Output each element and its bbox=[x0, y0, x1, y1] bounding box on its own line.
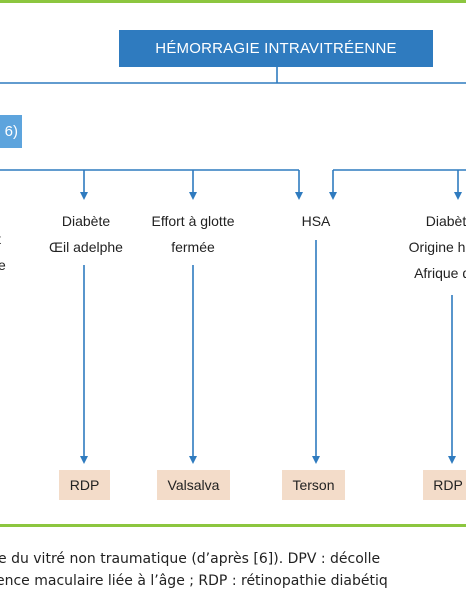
label-rdp2-line3: Afrique du bbox=[414, 265, 466, 281]
left-fragment-1-text: t bbox=[0, 226, 1, 252]
label-rdp2-line1: Diabèt bbox=[425, 213, 466, 229]
result-rdp1: RDP bbox=[59, 470, 110, 500]
left-fragment-1: t bbox=[0, 226, 1, 252]
diagram-frame: HÉMORRAGIE INTRAVITRÉENNE 6) t e Diabète… bbox=[0, 0, 466, 527]
result-rdp2: RDP bbox=[423, 470, 466, 500]
label-rdp2: Diabèt Origine hisp Afrique du bbox=[386, 208, 466, 286]
result-terson-text: Terson bbox=[292, 477, 335, 493]
left-fragment-2-text: e bbox=[0, 252, 6, 278]
result-rdp1-text: RDP bbox=[69, 477, 100, 493]
label-terson-line1: HSA bbox=[301, 213, 331, 229]
label-rdp1: Diabète Œil adelphe bbox=[44, 208, 128, 260]
left-partial-box-text: 6) bbox=[4, 123, 18, 140]
label-valsalva: Effort à glotte fermée bbox=[143, 208, 243, 260]
left-partial-box: 6) bbox=[0, 115, 22, 148]
left-fragment-2: e bbox=[0, 252, 6, 278]
label-valsalva-line2: fermée bbox=[171, 239, 215, 255]
label-rdp1-line2: Œil adelphe bbox=[49, 239, 123, 255]
figure-caption: e du vitré non traumatique (d’après [6])… bbox=[0, 548, 466, 592]
result-valsalva-text: Valsalva bbox=[167, 477, 220, 493]
title-box: HÉMORRAGIE INTRAVITRÉENNE bbox=[119, 30, 433, 67]
caption-line-1: e du vitré non traumatique (d’après [6])… bbox=[0, 551, 381, 567]
result-rdp2-text: RDP bbox=[433, 477, 463, 493]
label-rdp1-line1: Diabète bbox=[61, 213, 111, 229]
result-terson: Terson bbox=[282, 470, 345, 500]
label-rdp2-line2: Origine hisp bbox=[408, 239, 466, 255]
caption-line-2: ence maculaire liée à l’âge ; RDP : réti… bbox=[0, 573, 388, 589]
label-valsalva-line1: Effort à glotte bbox=[151, 213, 235, 229]
title-text: HÉMORRAGIE INTRAVITRÉENNE bbox=[155, 40, 397, 57]
label-terson: HSA bbox=[296, 208, 336, 234]
result-valsalva: Valsalva bbox=[157, 470, 230, 500]
connector-lines bbox=[0, 67, 466, 464]
